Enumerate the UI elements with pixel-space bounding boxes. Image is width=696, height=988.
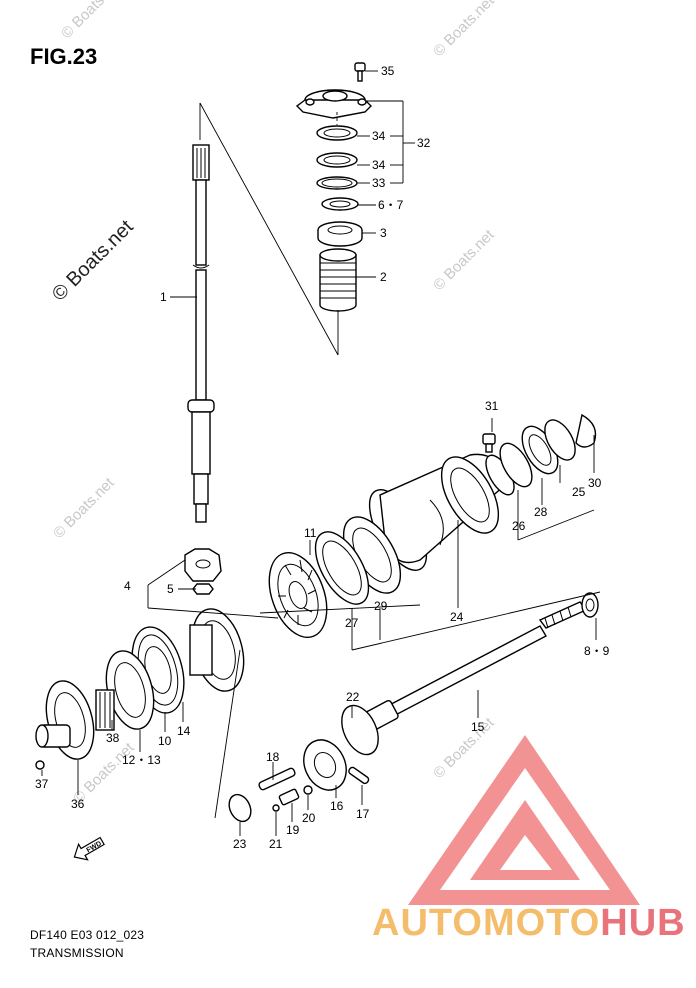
callout-1: 1: [160, 290, 167, 304]
callout-19: 19: [286, 823, 300, 837]
callout-3: 3: [380, 226, 387, 240]
footer-name: TRANSMISSION: [30, 946, 124, 960]
logo-triangle: [408, 735, 640, 905]
callout-6-7: 6・7: [378, 198, 404, 212]
shaft-housing-stack: [199, 62, 372, 356]
callout-4: 4: [124, 579, 131, 593]
footer-code: DF140 E03 012_023: [30, 928, 145, 942]
callout-32: 32: [417, 136, 431, 150]
callout-34-upper: 34: [372, 129, 386, 143]
forward-gear: [268, 552, 328, 638]
callout-18: 18: [266, 750, 280, 764]
bearing-housing: [35, 680, 115, 770]
callout-5: 5: [167, 582, 174, 596]
callout-14: 14: [177, 724, 191, 738]
callout-31: 31: [485, 399, 499, 413]
gear-case-housing: [368, 413, 597, 571]
callout-37: 37: [35, 777, 49, 791]
clutch-dog: [228, 739, 370, 823]
callout-34-lower: 34: [372, 158, 386, 172]
callout-12-13: 12・13: [122, 753, 161, 767]
logo-wordmark: AUTOMOTOHUB: [372, 902, 686, 945]
callout-15: 15: [471, 720, 485, 734]
callout-35: 35: [381, 64, 395, 78]
figure-title: FIG.23: [30, 44, 98, 69]
callout-22: 22: [346, 690, 360, 704]
fwd-arrow-icon: FWD: [73, 836, 105, 861]
callout-28: 28: [534, 505, 548, 519]
callout-16: 16: [330, 799, 344, 813]
callout-2: 2: [380, 270, 387, 284]
callout-24: 24: [450, 610, 464, 624]
callout-11: 11: [304, 526, 317, 540]
callout-26: 26: [512, 519, 526, 533]
drive-shaft: [187, 144, 215, 523]
bearing-assembly: [314, 516, 402, 605]
callout-20: 20: [302, 811, 316, 825]
callout-23: 23: [233, 837, 247, 851]
callout-38: 38: [106, 731, 120, 745]
callout-21: 21: [269, 837, 283, 851]
pinion-gear: [184, 548, 222, 595]
leader-lines: [41, 70, 601, 836]
callout-25: 25: [572, 485, 586, 499]
callout-33: 33: [372, 176, 386, 190]
reverse-gear: [189, 608, 245, 692]
callout-17: 17: [356, 807, 370, 821]
propeller-shaft: [341, 592, 599, 756]
callout-30: 30: [588, 476, 602, 490]
logo-word-part2: HUB: [600, 902, 686, 944]
callout-29: 29: [374, 599, 388, 613]
fwd-label: FWD: [86, 840, 103, 854]
callout-10: 10: [158, 734, 172, 748]
callout-27: 27: [345, 616, 359, 630]
callout-8-9: 8・9: [584, 644, 610, 658]
callout-36: 36: [71, 797, 85, 811]
logo-word-part1: AUTOMOTO: [372, 902, 601, 944]
callout-labels: 1 2 3 4 5 6・7 8・9 10 11 12・13 14 15 16 1…: [35, 64, 610, 851]
